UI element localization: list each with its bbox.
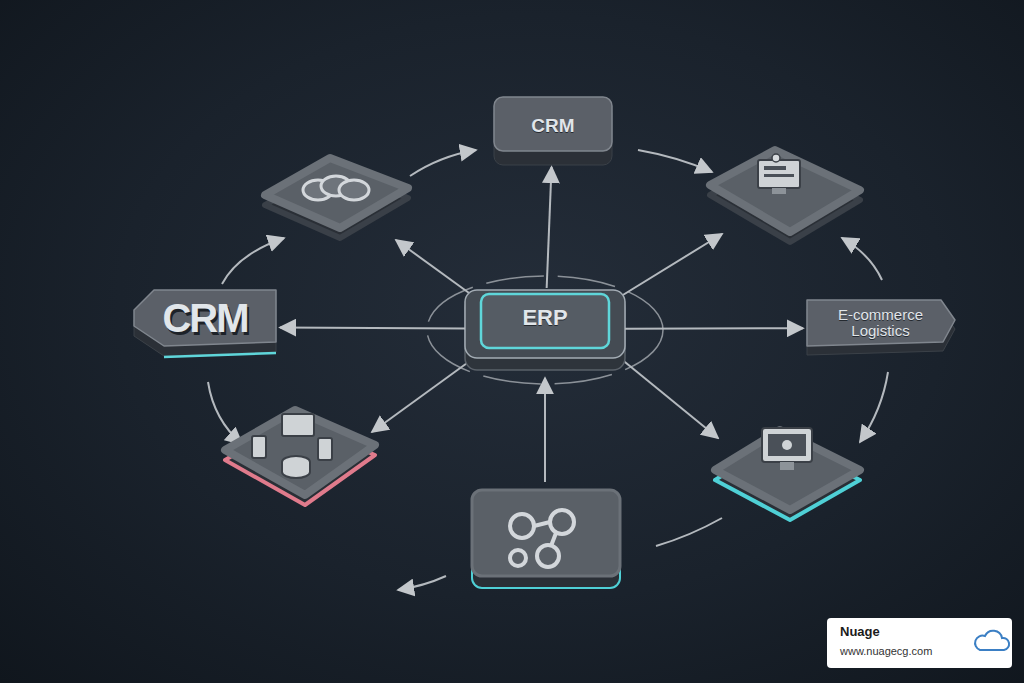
tile-top <box>225 410 375 495</box>
tile-top <box>715 430 860 510</box>
ring-arrow <box>638 150 712 172</box>
coins-icon <box>303 176 369 200</box>
node-text-box: CRM <box>498 103 608 149</box>
illustration-part <box>772 188 786 194</box>
data-flow-arrow <box>280 327 465 328</box>
shape-face <box>134 290 276 346</box>
shape-face <box>807 300 955 346</box>
illustration-part <box>510 550 526 566</box>
illustration-part <box>318 438 332 460</box>
illustration-part <box>282 462 310 478</box>
node-label: ERP <box>522 306 567 329</box>
data-flow-arrow <box>547 167 552 288</box>
system-node: CRM <box>492 95 614 167</box>
illustration-part <box>772 154 780 162</box>
spoke-arrow <box>372 358 474 432</box>
system-node: E-commerce Logistics <box>803 292 958 364</box>
illustration-part <box>550 510 574 534</box>
shape-face <box>494 97 612 151</box>
illustration-part <box>537 545 559 567</box>
node-label: CRM <box>531 116 574 136</box>
icon-tile <box>225 410 375 505</box>
ring-arrow <box>860 372 888 442</box>
ring-arrow <box>208 382 242 444</box>
spoke-arrow <box>544 378 546 482</box>
node-text-box: CRM <box>135 292 275 344</box>
devices-icon <box>252 414 332 478</box>
shape-face <box>465 290 625 358</box>
spoke-arrow <box>396 240 476 298</box>
ring-arrows <box>208 150 888 590</box>
ring-line <box>656 518 722 546</box>
icon-tile <box>715 428 860 520</box>
icon-tile <box>710 150 860 242</box>
system-node: CRM <box>130 284 280 370</box>
node-label: E-commerce Logistics <box>825 307 937 339</box>
illustration-part <box>758 160 800 188</box>
icon-tile <box>265 158 408 238</box>
illustration-part <box>764 174 794 177</box>
tile-top <box>710 150 860 232</box>
spoke-arrow <box>620 358 718 438</box>
icon-tile <box>472 490 620 588</box>
monitor-icon <box>758 154 800 194</box>
ring-arrow <box>222 238 284 284</box>
node-text-box: E-commerce Logistics <box>825 300 937 346</box>
shape-face <box>481 294 609 348</box>
tile-top <box>472 490 620 576</box>
gears-icon <box>510 510 574 567</box>
illustration-part <box>252 436 266 458</box>
illustration-part <box>780 462 794 470</box>
illustration-part <box>782 440 792 450</box>
cloud-logo <box>975 631 1009 650</box>
ring-arrow <box>410 150 476 176</box>
node-text-box: ERP <box>485 294 605 342</box>
illustration-part <box>282 414 314 436</box>
illustration-part <box>339 180 369 200</box>
tile-top <box>265 158 408 228</box>
node-label: CRM <box>162 297 247 339</box>
watermark-url: www.nuagecg.com <box>840 645 932 657</box>
system-node: ERP <box>465 288 625 370</box>
watermark-box <box>827 618 1012 668</box>
illustration-part <box>510 514 534 538</box>
shape-face <box>164 353 276 357</box>
illustration-part <box>768 434 806 456</box>
data-flow-arrow <box>625 327 803 330</box>
ring-arrow <box>842 238 882 280</box>
illustration-part <box>762 428 812 462</box>
spoke-arrow <box>618 234 722 298</box>
illustration-part <box>534 522 550 526</box>
illustration-part <box>764 166 786 170</box>
spokes <box>372 234 722 482</box>
monitor-icon <box>762 428 812 470</box>
illustration-part <box>551 533 556 546</box>
watermark-brand: Nuage <box>840 624 880 639</box>
ring-arrow <box>398 576 446 590</box>
